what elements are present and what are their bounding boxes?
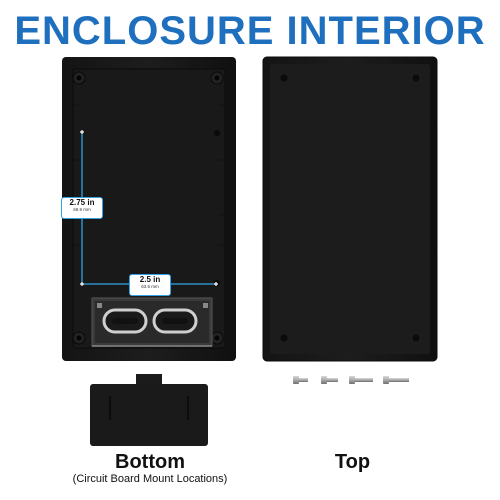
- height-dimension-metric: 69.9 mm: [73, 207, 91, 212]
- width-dimension-value: 2.5 in: [139, 275, 161, 284]
- end-cap-body: [90, 384, 208, 446]
- bottom-caption: Bottom (Circuit Board Mount Locations): [70, 451, 230, 486]
- height-dimension-label: 2.75 in 69.9 mm: [61, 197, 103, 219]
- bottom-label: Bottom: [115, 451, 185, 473]
- end-cap-tab: [136, 374, 162, 386]
- bottom-note: (Circuit Board Mount Locations): [72, 473, 228, 485]
- lid-screw-hole-icons: [280, 74, 420, 342]
- mounting-bracket: [91, 297, 213, 347]
- bottom-enclosure: [62, 57, 236, 361]
- screw-icon: [293, 376, 308, 384]
- top-enclosure-lid: [262, 56, 438, 362]
- page-title: ENCLOSURE INTERIOR: [14, 9, 486, 53]
- top-lid-face: [270, 64, 430, 354]
- screw-icons: [293, 376, 409, 384]
- end-cap: [90, 374, 208, 446]
- width-dimension-label: 2.5 in 63.5 mm: [129, 274, 171, 296]
- mount-cross-icons: [80, 130, 218, 286]
- height-dimension-value: 2.75 in: [69, 198, 95, 207]
- screw-icon: [321, 376, 338, 384]
- top-label: Top: [334, 451, 371, 473]
- screw-icon: [349, 376, 373, 384]
- screw-icon: [383, 376, 409, 384]
- width-dimension-metric: 63.5 mm: [141, 284, 159, 289]
- corner-boss-icons: [72, 71, 224, 345]
